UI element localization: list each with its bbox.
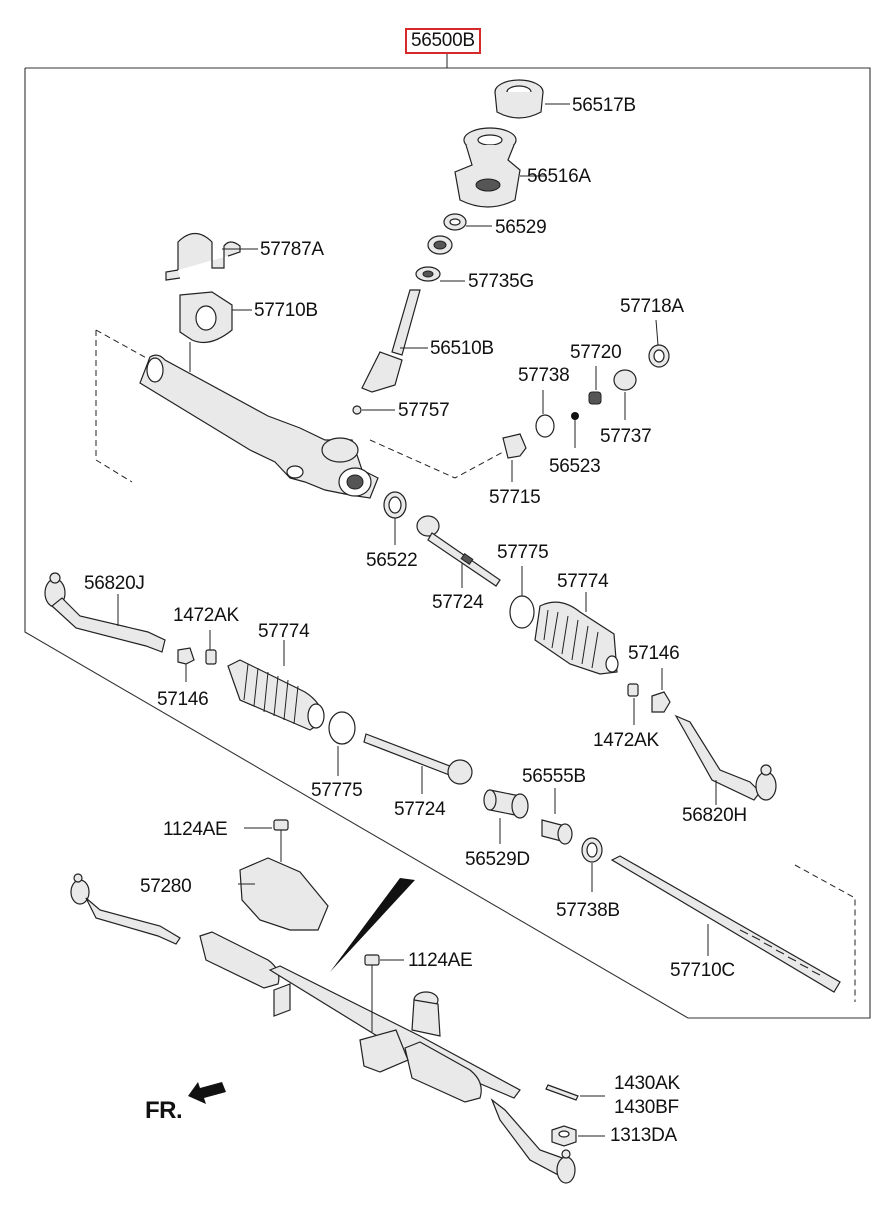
part-label-57280[interactable]: 57280 [140,876,192,897]
yoke-57715 [502,433,527,482]
bracket-57787a [165,232,258,281]
rack-57710c [610,855,841,993]
assembly-part-number[interactable]: 56500B [405,28,481,54]
part-label-57724-upper[interactable]: 57724 [432,592,484,613]
part-label-57757[interactable]: 57757 [398,400,450,421]
housing-56516a [454,127,545,208]
bolts-1124ae [244,819,404,975]
boot-lower-left [227,640,325,731]
assembly-frame [24,52,871,1019]
part-label-57146-right[interactable]: 57146 [628,643,680,664]
pinion-56510b [361,289,428,393]
part-label-1430bf[interactable]: 1430BF [614,1097,679,1118]
plug-57737 [613,369,637,420]
clamp-upper [509,566,535,629]
washer-57735g [415,266,465,282]
ring-56522 [383,491,407,545]
bearing [427,235,453,255]
ball-56523 [571,412,579,448]
bushing-57710b [179,291,252,372]
part-label-56529[interactable]: 56529 [495,217,547,238]
cap-56517b [494,79,570,119]
rack-housing [139,354,379,499]
ring-57718a [648,319,670,368]
assembled-view [70,836,576,1184]
bushings-lower [483,788,603,892]
front-direction-label: FR. [145,1097,183,1124]
tie-rod-lower [363,733,473,794]
part-label-56517b[interactable]: 56517B [572,95,636,116]
part-label-57718a[interactable]: 57718A [620,296,684,317]
tie-rod-end-right [674,714,777,805]
part-label-1430ak[interactable]: 1430AK [614,1073,680,1094]
part-label-1472ak-right[interactable]: 1472AK [593,730,659,751]
part-label-56523[interactable]: 56523 [549,456,601,477]
part-label-56555b[interactable]: 56555B [522,766,586,787]
tie-rod-end-left [44,572,166,653]
part-label-57774-upper[interactable]: 57774 [557,571,609,592]
nut-clip-right [627,668,671,725]
alignment-dashes [95,329,856,1002]
part-label-57735g[interactable]: 57735G [468,271,534,292]
part-label-57775-lower[interactable]: 57775 [311,780,363,801]
part-label-1124ae-mid[interactable]: 1124AE [408,950,473,971]
boot-upper [534,592,619,675]
cotter-pin-and-nut [545,1084,605,1147]
part-label-1124ae-top[interactable]: 1124AE [163,819,228,840]
part-label-57738[interactable]: 57738 [518,365,570,386]
tie-rod-upper [416,515,501,588]
part-label-57737[interactable]: 57737 [600,426,652,447]
part-label-56522[interactable]: 56522 [366,550,418,571]
ring-56529 [443,213,492,231]
clamp-lower-left [328,711,356,776]
seal-57738 [535,390,555,438]
front-arrow-icon [188,1082,226,1104]
part-label-57710c[interactable]: 57710C [670,960,735,981]
clip-nut-left [177,630,217,682]
part-label-57720[interactable]: 57720 [570,342,622,363]
part-label-56510b[interactable]: 56510B [430,338,494,359]
part-label-57724-lower[interactable]: 57724 [394,799,446,820]
part-label-57774-lower[interactable]: 57774 [258,621,310,642]
spring-57720 [588,366,602,405]
part-label-56820j[interactable]: 56820J [84,573,145,594]
part-label-56516a[interactable]: 56516A [527,166,591,187]
section-indicator-wedge [330,878,415,972]
fitting-57757 [352,405,395,415]
part-label-57738b[interactable]: 57738B [556,900,620,921]
part-label-56529d[interactable]: 56529D [465,849,530,870]
part-label-57715[interactable]: 57715 [489,487,541,508]
part-label-56820h[interactable]: 56820H [682,805,747,826]
part-label-57146-left[interactable]: 57146 [157,689,209,710]
part-label-57787a[interactable]: 57787A [260,239,324,260]
part-label-1313da[interactable]: 1313DA [610,1125,677,1146]
part-label-57775-upper[interactable]: 57775 [497,542,549,563]
part-label-57710b[interactable]: 57710B [254,300,318,321]
part-label-1472ak-left[interactable]: 1472AK [173,605,239,626]
